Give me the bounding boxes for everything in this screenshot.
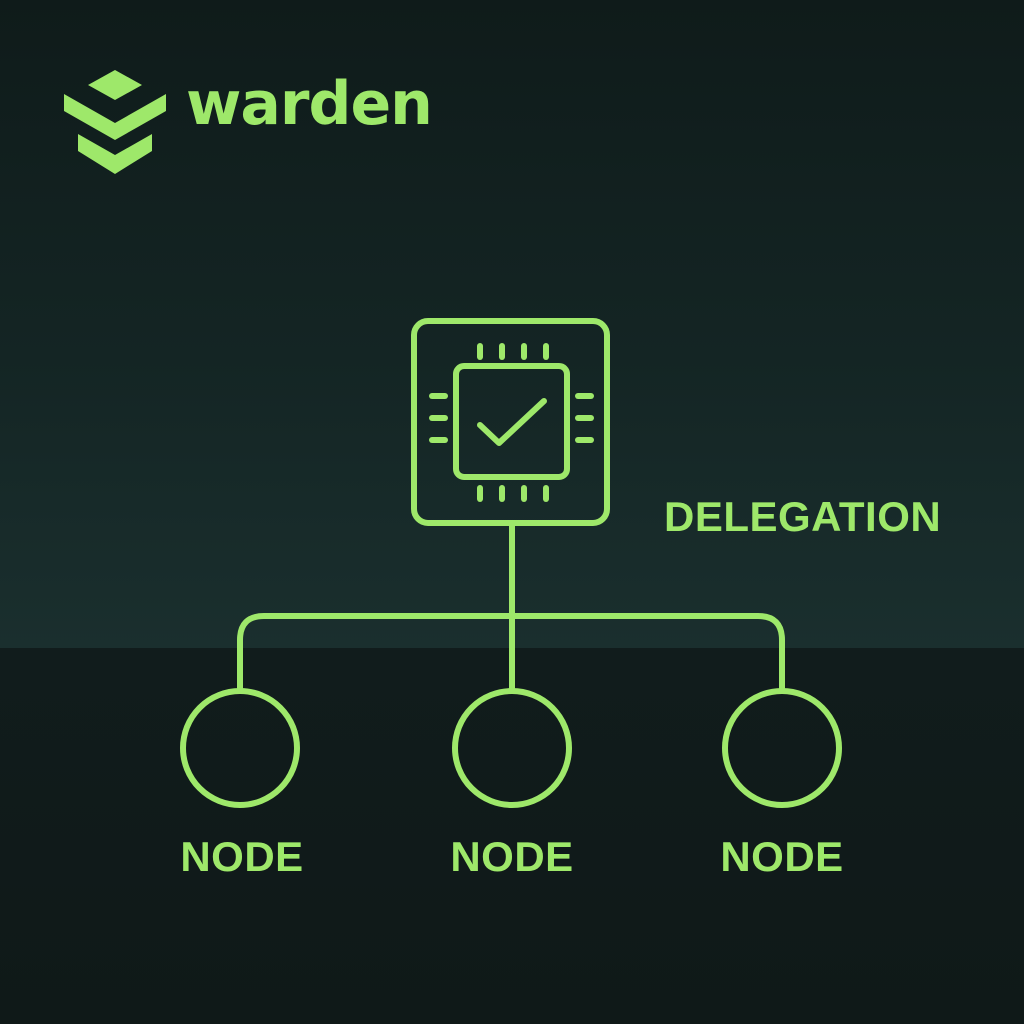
node-circle (180, 688, 300, 808)
node-circle (452, 688, 572, 808)
brand-name: warden (186, 69, 433, 139)
connector-branch-bar (237, 613, 785, 691)
warden-logo-icon (64, 70, 166, 174)
chip-core (453, 363, 570, 480)
processor-chip-icon (411, 318, 610, 526)
checkmark-icon (477, 398, 547, 446)
delegation-label: DELEGATION (664, 493, 942, 540)
background-lower-panel (0, 648, 1024, 1024)
node-label: NODE (180, 833, 304, 880)
node-label: NODE (720, 833, 844, 880)
chip-outer-frame (411, 318, 610, 526)
node-label: NODE (450, 833, 574, 880)
node-circle (722, 688, 842, 808)
